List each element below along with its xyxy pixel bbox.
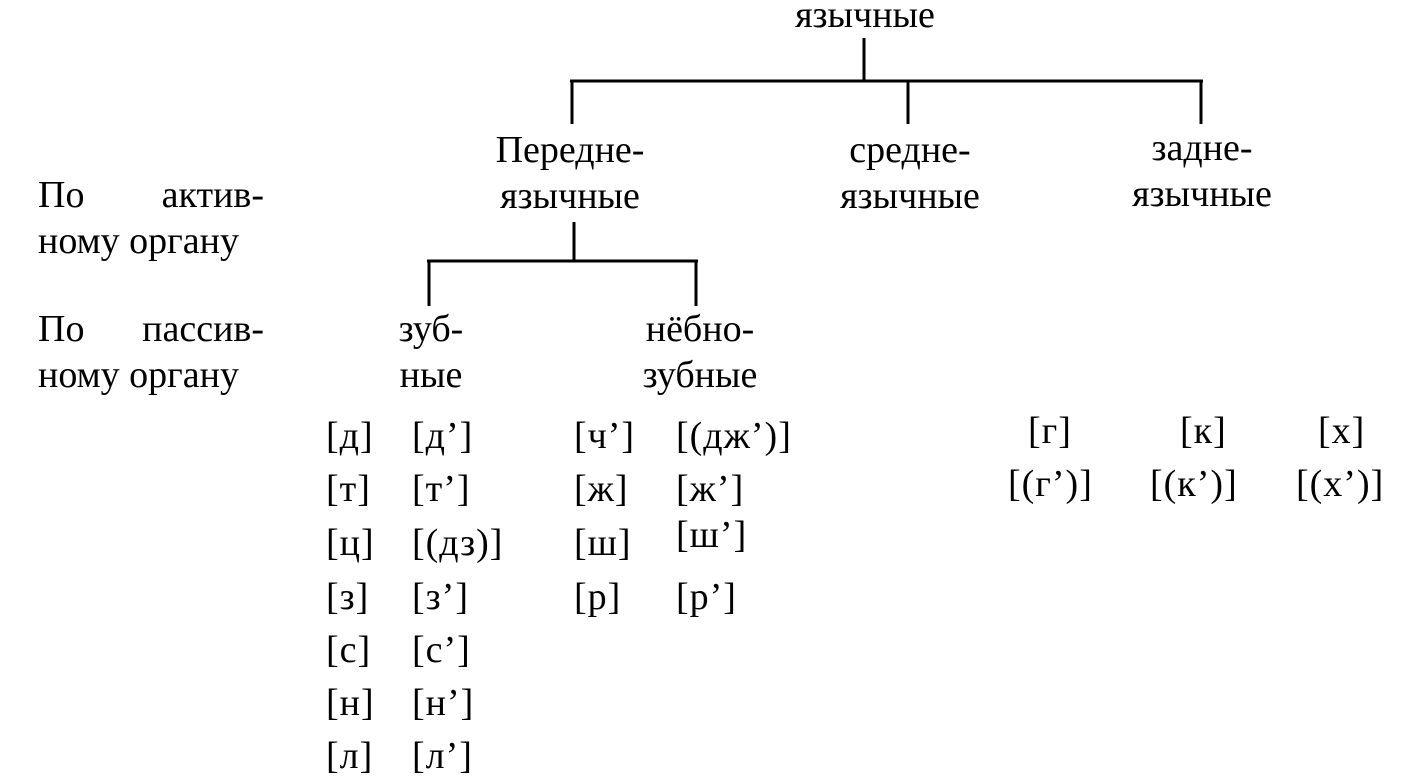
sound-sh: [ш]: [574, 522, 632, 564]
sound-z-soft: [з’]: [412, 576, 469, 618]
sound-dz: [(дз)]: [412, 522, 504, 564]
sound-ts: [ц]: [326, 522, 375, 564]
front-lingual-line1: Передне-: [495, 129, 645, 171]
sound-g-soft: [(г’)]: [1008, 463, 1093, 505]
sound-n: [н]: [326, 682, 375, 724]
dental-label: зуб- ные: [366, 306, 496, 398]
middle-lingual-label: средне- язычные: [800, 127, 1020, 219]
sound-zh-long-soft: [ж’]: [676, 468, 745, 510]
back-lingual-label: задне- язычные: [1092, 125, 1312, 217]
sound-t: [т]: [326, 468, 371, 510]
palatal-dental-line1: нёбно-: [645, 308, 755, 350]
palatal-dental-line2: зубные: [642, 354, 758, 396]
sound-kh: [х]: [1318, 410, 1366, 452]
sound-r-soft: [р’]: [676, 576, 737, 618]
passive-organ-label: По пассив- ному органу: [38, 306, 264, 398]
back-lingual-line1: задне-: [1151, 127, 1253, 169]
active-organ-line2: ному органу: [38, 220, 239, 262]
sound-sh-long-soft: [ш’]: [676, 514, 748, 556]
sound-s: [с]: [326, 629, 372, 671]
sound-zh: [ж]: [574, 468, 629, 510]
root-label: язычные: [795, 0, 935, 36]
sound-d-soft: [д’]: [412, 415, 474, 457]
sound-s-soft: [с’]: [412, 629, 471, 671]
dental-line2: ные: [399, 354, 463, 396]
sound-n-soft: [н’]: [412, 682, 475, 724]
active-organ-line1: По актив-: [38, 174, 264, 216]
middle-lingual-line2: язычные: [840, 175, 980, 217]
sound-r: [р]: [574, 576, 622, 618]
sound-dzh-soft: [(дж’)]: [676, 415, 792, 457]
sound-d: [д]: [326, 415, 374, 457]
sound-l-soft: [л’]: [412, 735, 473, 777]
sound-t-soft: [т’]: [412, 468, 471, 510]
passive-organ-line2: ному органу: [38, 354, 239, 396]
sound-ch-soft: [ч’]: [574, 415, 636, 457]
sound-l: [л]: [326, 735, 374, 777]
front-lingual-label: Передне- язычные: [450, 127, 690, 219]
front-lingual-line2: язычные: [500, 175, 640, 217]
middle-lingual-line1: средне-: [849, 129, 971, 171]
sound-kh-soft: [(х’)]: [1296, 463, 1385, 505]
passive-organ-line1: По пассив-: [38, 308, 264, 350]
active-organ-label: По актив- ному органу: [38, 172, 264, 264]
sound-k: [к]: [1180, 410, 1227, 452]
palatal-dental-label: нёбно- зубные: [600, 306, 800, 398]
sound-g: [г]: [1028, 410, 1072, 452]
sound-z: [з]: [326, 576, 370, 618]
sound-k-soft: [(к’)]: [1150, 463, 1238, 505]
back-lingual-line2: язычные: [1132, 173, 1272, 215]
dental-line1: зуб-: [398, 308, 464, 350]
